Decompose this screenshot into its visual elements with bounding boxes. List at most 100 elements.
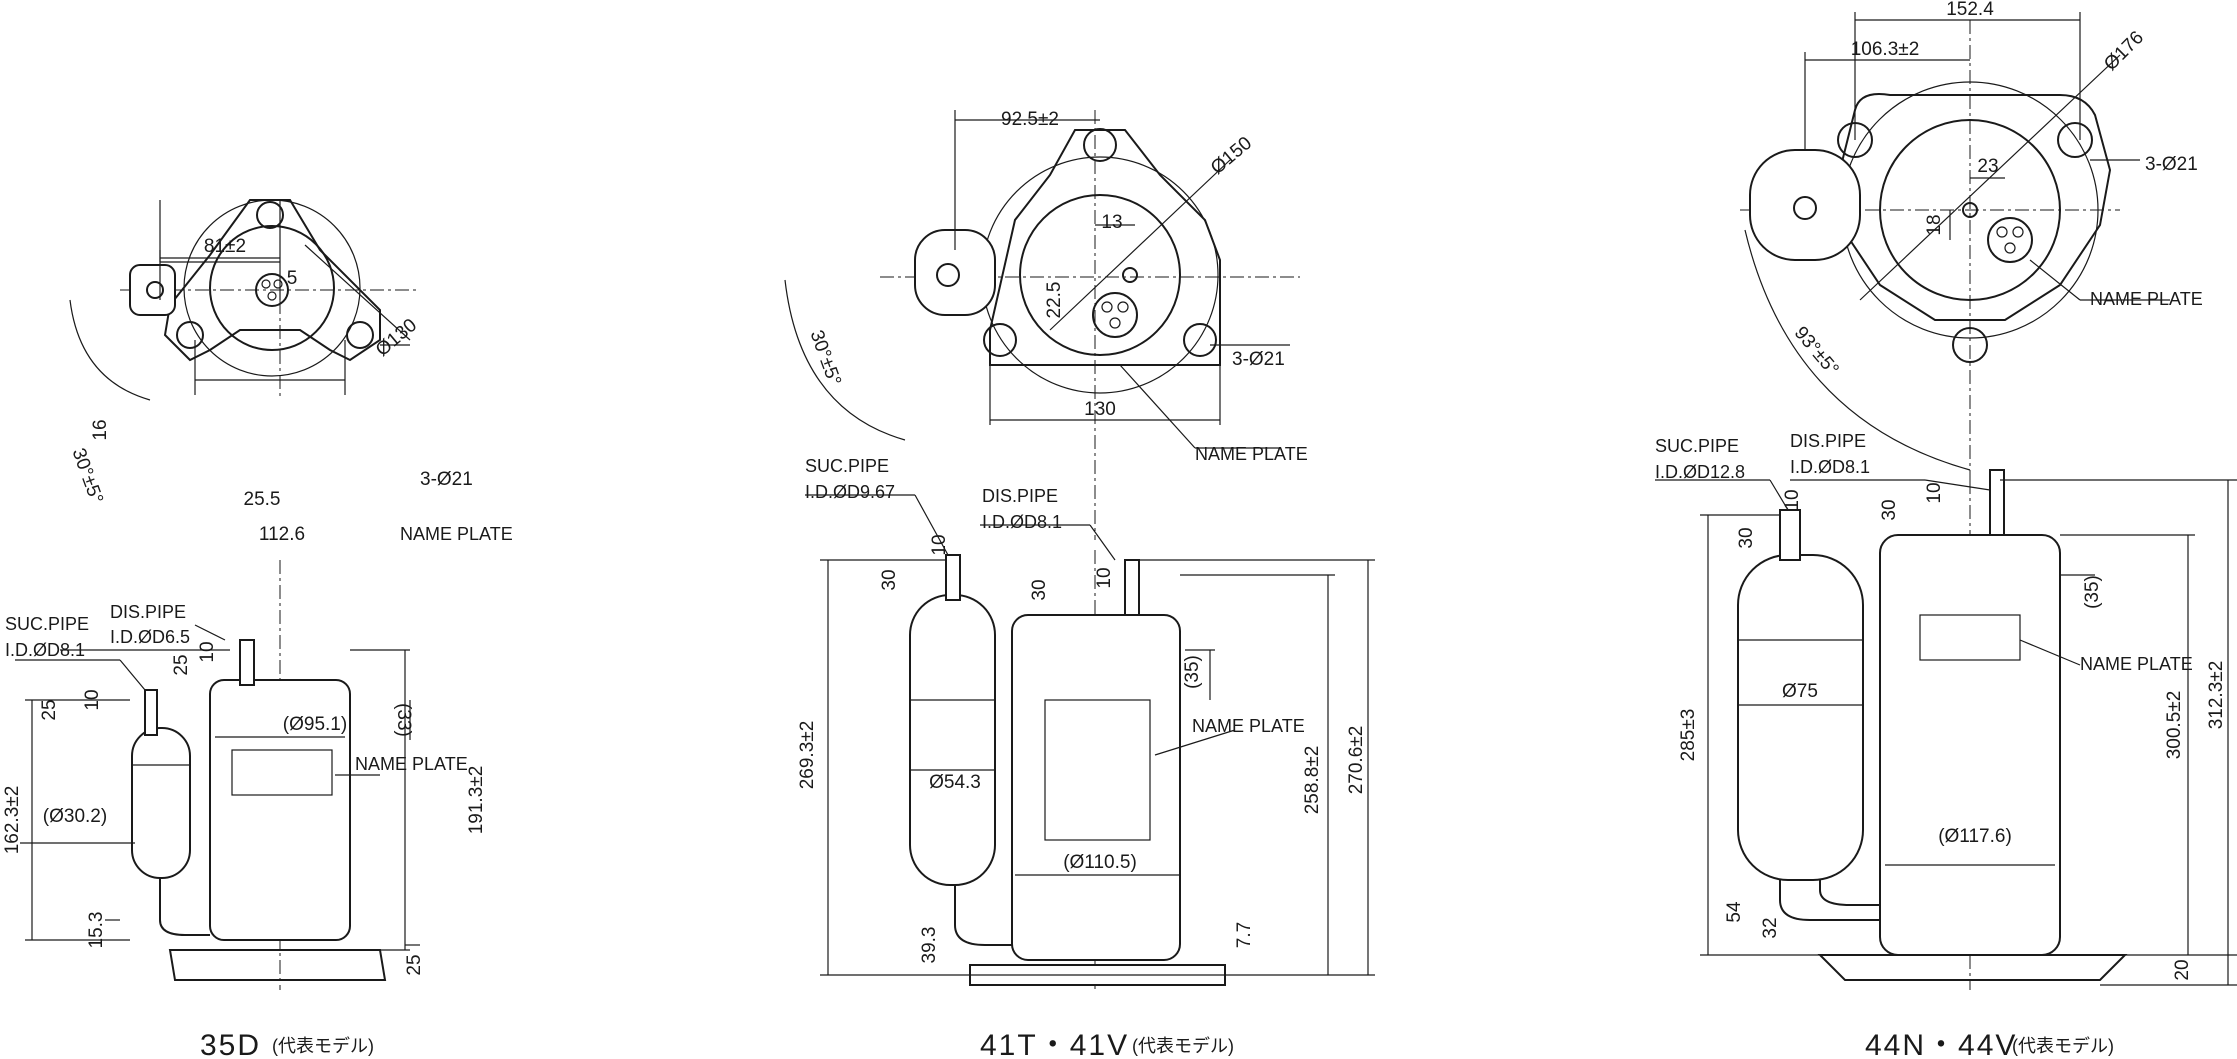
model-41t-top-dim: Ø150 — [1207, 133, 1256, 179]
model-41t-terminal — [1092, 292, 1138, 338]
model-35d-side-dim: (Ø95.1) — [283, 714, 347, 735]
model-44n-side-dim: 312.3±2 — [2206, 661, 2227, 730]
model-44n-side-dim: 30 — [1736, 527, 1757, 548]
model-44n-base-plate — [1817, 954, 2128, 981]
model-44n-side-dim: 10 — [1924, 482, 1945, 503]
model-41t-side-dim: 39.3 — [919, 927, 940, 964]
model-44n-side-dim: 20 — [2172, 959, 2193, 980]
model-41t-side-dim: 269.3±2 — [797, 721, 818, 790]
model-41t-suc-pipe-label: SUC.PIPE — [805, 456, 889, 476]
model-44n-accumulator — [1737, 554, 1864, 881]
model-41t-side-view — [805, 494, 1375, 990]
model-35d-side-dim: 162.3±2 — [2, 786, 23, 855]
model-44n-top-dim: 152.4 — [1946, 0, 1994, 20]
model-44n-top-view — [1740, 12, 2170, 480]
model-41t-shell-body — [1011, 614, 1181, 961]
model-35d-mount-hole — [346, 321, 374, 349]
model-44n-side-view — [1655, 469, 2237, 990]
model-44n-caption: 44N・44V — [1865, 1029, 2017, 1059]
model-41t-side-dim: 10 — [1094, 567, 1115, 588]
model-35d-top-dim: 16 — [90, 419, 111, 440]
model-35d-terminal — [255, 273, 289, 307]
model-35d-side-dim: 25 — [404, 954, 425, 975]
model-41t-top-dim: 30°±5° — [805, 328, 844, 389]
model-41t-caption-note: (代表モデル) — [1132, 1036, 1234, 1056]
model-35d-side-dim: 10 — [197, 641, 218, 662]
model-35d-mount-hole — [176, 321, 204, 349]
model-35d-accumulator — [131, 727, 191, 879]
model-41t-side-dim: 258.8±2 — [1302, 746, 1323, 815]
model-41t-side-dim: (Ø110.5) — [1063, 852, 1137, 873]
model-44n-name-plate-label: NAME PLATE — [2090, 289, 2203, 309]
model-44n-top-dim: 23 — [1977, 156, 1998, 177]
model-35d-side-view — [15, 560, 420, 990]
model-41t-dis-pipe-label: DIS.PIPE — [982, 486, 1058, 506]
model-41t-side-dim: 270.6±2 — [1346, 726, 1367, 795]
model-35d-caption-note: (代表モデル) — [272, 1036, 374, 1056]
model-35d-top-dim: 30°±5° — [67, 446, 106, 507]
model-35d-side-dim: 10 — [82, 689, 103, 710]
model-44n-terminal — [1987, 217, 2033, 263]
model-35d-side-dim: (Ø30.2) — [43, 806, 107, 827]
model-41t-side-dim: (35) — [1182, 655, 1203, 689]
model-41t-name-plate — [1044, 699, 1151, 841]
model-44n-side-dim: (35) — [2082, 575, 2103, 609]
model-41t-side-dim: 10 — [929, 534, 950, 555]
model-41t-mount-hole — [983, 323, 1017, 357]
model-41t-top-dim: 92.5±2 — [1001, 109, 1059, 130]
model-41t-suc-pipe — [945, 554, 961, 601]
model-44n-top-dim: Ø176 — [2100, 27, 2148, 75]
model-44n-side-dim: (Ø117.6) — [1938, 826, 2012, 847]
model-44n-top-dim: 3-Ø21 — [2145, 154, 2198, 175]
model-41t-side-dim: 30 — [879, 569, 900, 590]
model-44n-mount-hole — [2057, 122, 2093, 158]
model-35d-top-view — [69, 199, 420, 401]
model-35d-shell-body — [209, 679, 351, 941]
model-41t-suc-pipe-id: I.D.ØD9.67 — [805, 482, 895, 502]
model-35d-side-dim: (33) — [393, 703, 414, 737]
model-44n-name-plate-label: NAME PLATE — [2080, 654, 2193, 674]
model-44n-44v: 152.4 106.3±2 Ø176 23 3-Ø21 18 93°±5° NA… — [1655, 0, 2237, 1059]
model-44n-top-dim: 93°±5° — [1790, 323, 1843, 380]
model-35d-name-plate-label: NAME PLATE — [400, 524, 513, 544]
model-35d-caption: 35D — [200, 1029, 261, 1059]
model-44n-side-dim: 10 — [1782, 489, 1803, 510]
model-41t-mount-hole — [1183, 323, 1217, 357]
model-35d-base-plate — [168, 949, 387, 981]
model-44n-mount-hole — [1952, 327, 1988, 363]
model-35d-name-plate-label: NAME PLATE — [355, 754, 468, 774]
model-35d-side-dim: 25 — [171, 654, 192, 675]
model-44n-side-dim: 54 — [1724, 901, 1745, 923]
model-35d-shell-circle — [209, 225, 335, 351]
model-35d-dis-pipe — [239, 639, 255, 686]
model-41t-shell-circle — [1019, 194, 1181, 356]
model-41t-name-plate-label: NAME PLATE — [1192, 716, 1305, 736]
model-44n-top-dim: 18 — [1924, 214, 1945, 235]
model-44n-side-dim: Ø75 — [1782, 681, 1818, 702]
model-44n-dis-pipe-id: I.D.ØD8.1 — [1790, 457, 1870, 477]
model-35d-suc-pipe-label: SUC.PIPE — [5, 614, 89, 634]
model-41t-accumulator — [909, 594, 996, 886]
model-41t-side-dim: Ø54.3 — [929, 772, 981, 793]
model-44n-side-dim: 30 — [1879, 499, 1900, 520]
model-44n-dis-pipe-label: DIS.PIPE — [1790, 431, 1866, 451]
model-41t-side-dim: 30 — [1029, 579, 1050, 600]
model-44n-suc-pipe — [1779, 509, 1801, 561]
model-41t-top-view — [784, 110, 1300, 540]
model-41t-caption: 41T・41V — [980, 1029, 1129, 1059]
model-35d-side-dim: 191.3±2 — [466, 766, 487, 835]
model-44n-caption-note: (代表モデル) — [2012, 1036, 2114, 1056]
model-41t-side-dim: 7.7 — [1234, 922, 1255, 948]
model-35d-top-dim: 5 — [287, 268, 298, 289]
model-44n-side-dim: 32 — [1760, 917, 1781, 938]
model-35d-dis-pipe-label: DIS.PIPE — [110, 602, 186, 622]
model-35d-top-dim: 112.6 — [259, 524, 305, 545]
model-35d-suc-pipe-id: I.D.ØD8.1 — [5, 640, 85, 660]
model-35d: 81±2 5 Ø130 16 30°±5° 25.5 112.6 3-Ø21 N… — [2, 199, 513, 1059]
model-44n-dis-pipe — [1989, 469, 2005, 536]
model-41t-name-plate-label: NAME PLATE — [1195, 444, 1308, 464]
model-35d-side-dim: 15.3 — [86, 912, 107, 949]
model-35d-top-dim: 3-Ø21 — [420, 469, 473, 490]
model-44n-suc-pipe-label: SUC.PIPE — [1655, 436, 1739, 456]
